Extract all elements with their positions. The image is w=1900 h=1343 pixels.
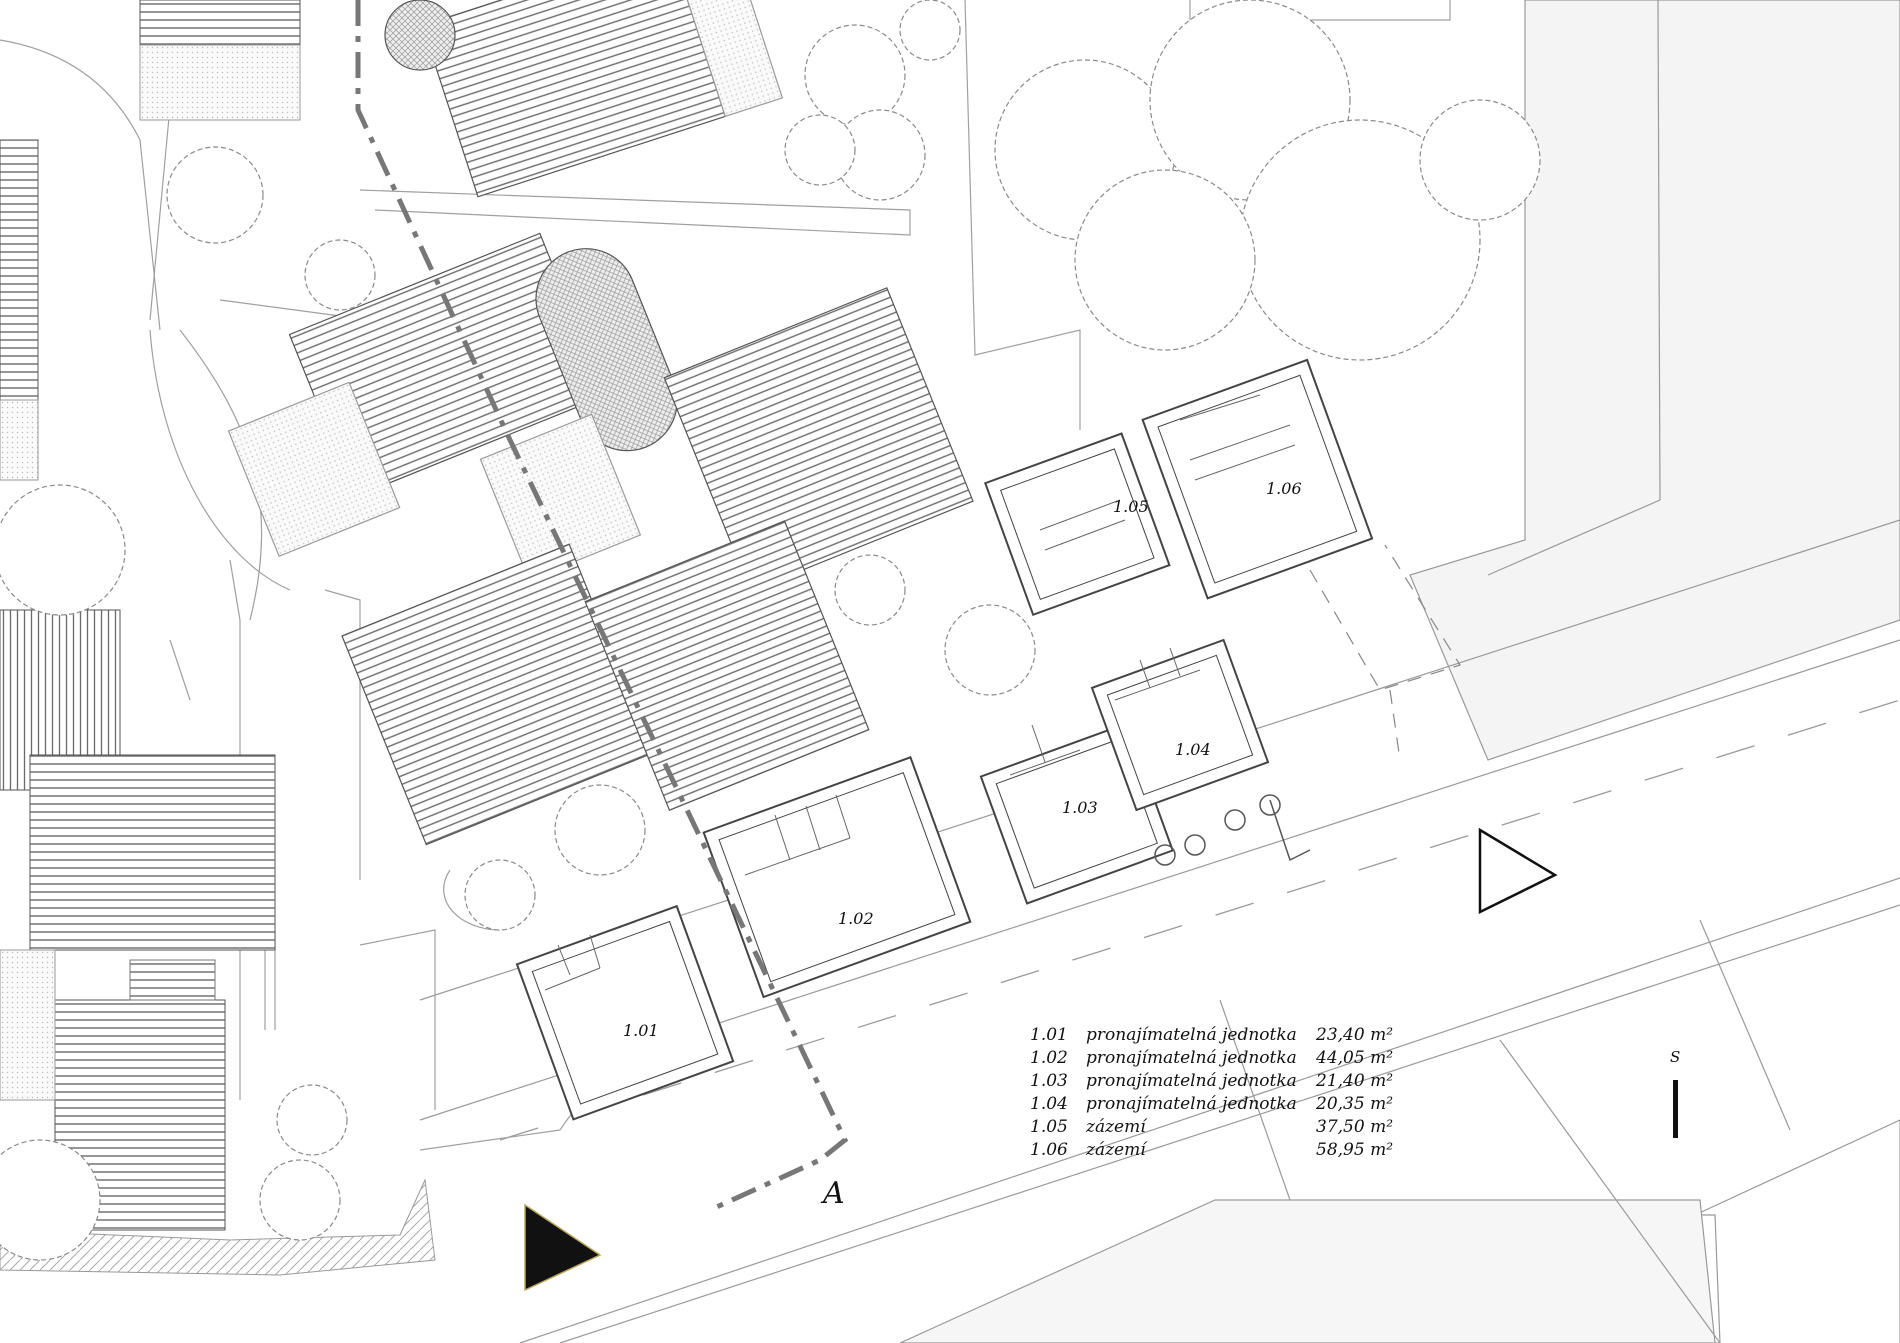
partitions [544, 394, 1296, 991]
legend-area: 44,05 m² [1315, 1048, 1393, 1068]
trees [0, 0, 1541, 1261]
roof-center-top [384, 0, 784, 198]
north-arrow [1673, 1080, 1678, 1138]
room-label-1-03: 1.03 [1062, 798, 1098, 817]
canopy [1309, 544, 1461, 761]
legend-name: pronajímatelná jednotka [1086, 1071, 1297, 1091]
legend-area: 37,50 m² [1316, 1117, 1393, 1137]
legend-code: 1.01 [1030, 1025, 1068, 1045]
legend-area: 58,95 m² [1316, 1140, 1393, 1160]
roof-center-cluster [227, 232, 974, 846]
legend-area: 23,40 m² [1315, 1025, 1393, 1045]
legend-code: 1.04 [1030, 1094, 1068, 1114]
area-legend: 1.01 pronajímatelná jednotka 23,40 m² 1.… [1030, 1025, 1393, 1160]
view-marker-filled [524, 1203, 602, 1292]
road-centerline [499, 699, 1900, 1141]
legend-code: 1.06 [1030, 1140, 1068, 1160]
legend-area: 21,40 m² [1315, 1071, 1393, 1091]
room-label-1-02: 1.02 [838, 909, 874, 928]
legend-name: pronajímatelná jednotka [1086, 1094, 1297, 1114]
legend-area: 20,35 m² [1315, 1094, 1393, 1114]
room-label-1-05: 1.05 [1113, 497, 1149, 516]
legend-code: 1.05 [1030, 1117, 1068, 1137]
legend-name: zázemí [1085, 1117, 1148, 1137]
section-label: A [820, 1176, 845, 1211]
roof-left-top [0, 0, 301, 481]
legend-code: 1.02 [1030, 1048, 1068, 1068]
room-label-1-04: 1.04 [1175, 740, 1211, 759]
roof-left-mid [0, 609, 436, 1276]
north-label: S [1670, 1048, 1680, 1066]
room-label-1-01: 1.01 [623, 1021, 659, 1040]
road [419, 519, 1900, 1343]
legend-name: pronajímatelná jednotka [1086, 1048, 1297, 1068]
terrace [1154, 794, 1311, 866]
view-marker-outline [1478, 827, 1558, 915]
legend-code: 1.03 [1030, 1071, 1068, 1091]
neighbor-building-bottom [899, 1119, 1900, 1343]
legend-name: pronajímatelná jednotka [1086, 1025, 1297, 1045]
section-line [355, 0, 849, 1213]
room-label-1-06: 1.06 [1266, 479, 1302, 498]
neighbor-building-right [1409, 0, 1900, 761]
legend-name: zázemí [1085, 1140, 1148, 1160]
